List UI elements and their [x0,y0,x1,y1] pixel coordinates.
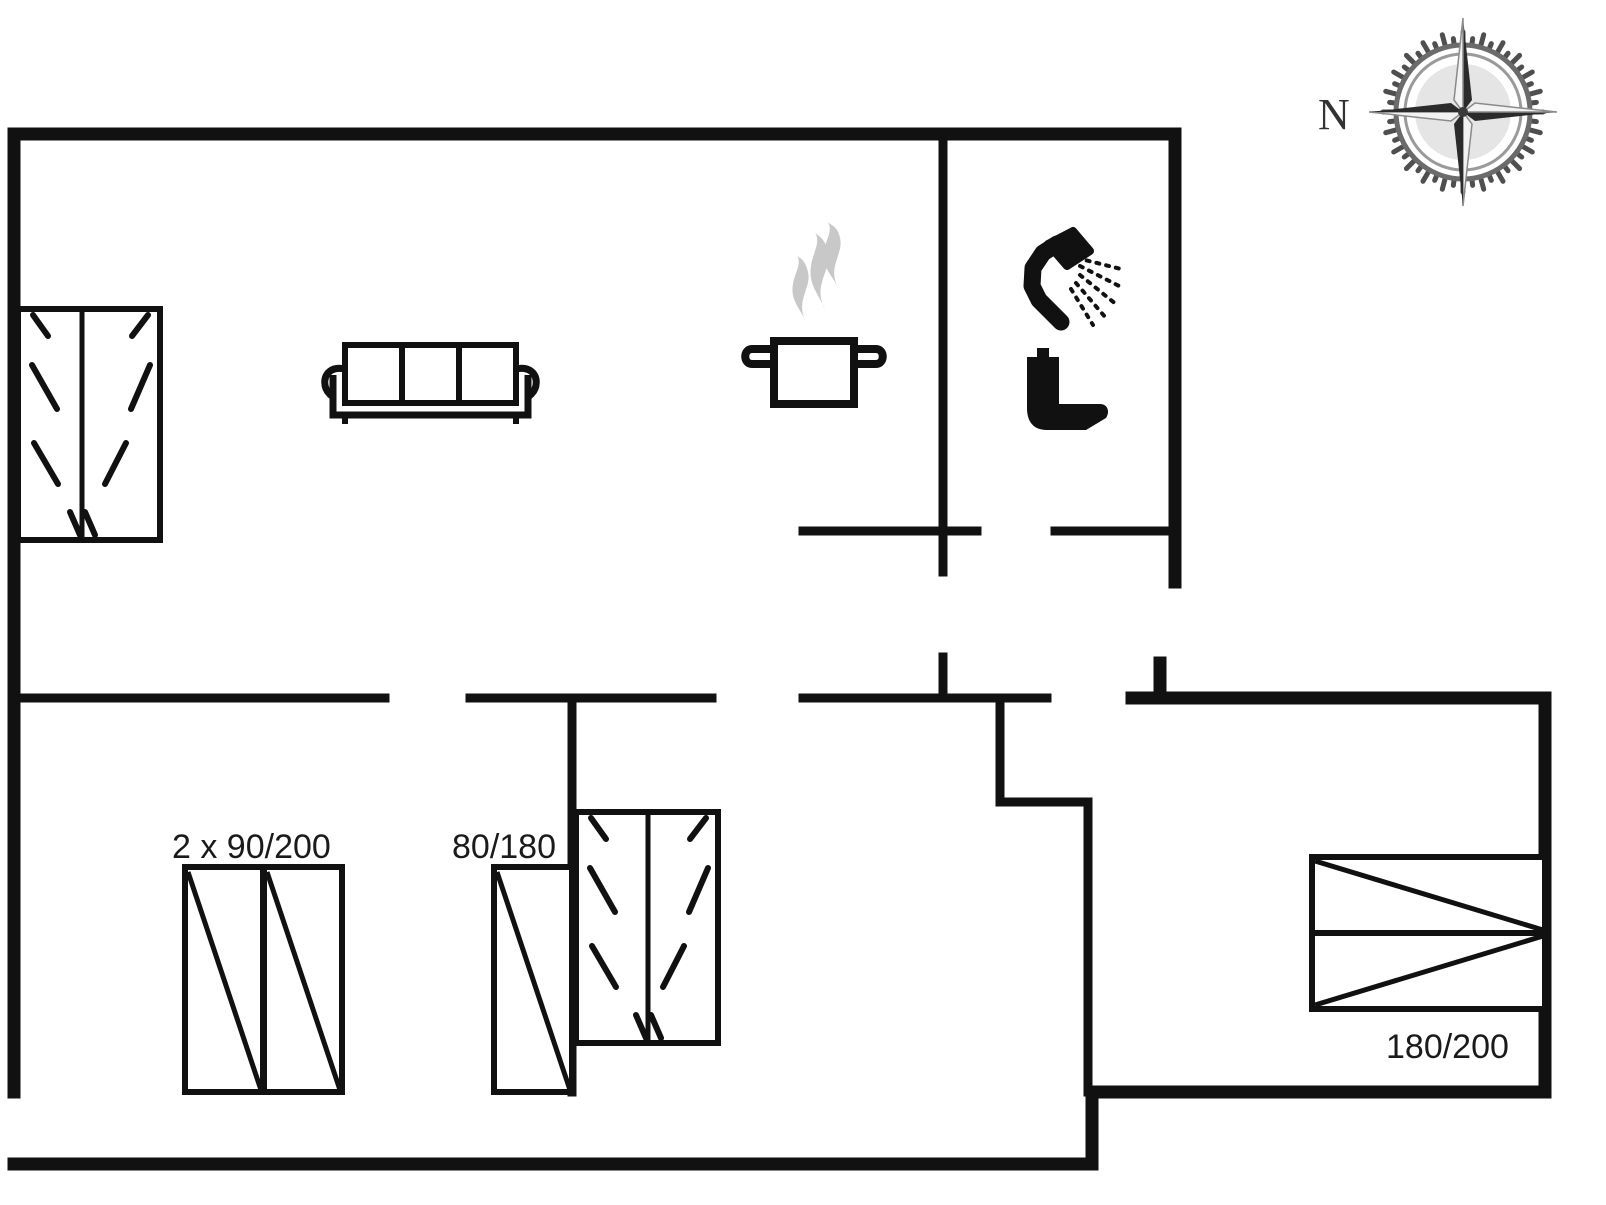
bed-fold-marks-left [29,312,83,538]
bed-diagonal-bottom [1314,933,1544,1008]
shower-head-icon [1023,227,1127,331]
shower-spray [1069,256,1127,327]
single-bed-icon [261,864,345,1095]
bed-fold-marks-right [648,815,711,1041]
double-bed-icon [573,809,721,1046]
toilet-flush-button [1037,348,1049,359]
double-bed-horizontal-icon [1309,854,1548,1012]
shower-head [1044,227,1094,270]
bed-diagonal [494,871,573,1091]
single-bed-icon [182,864,266,1095]
interior-walls [9,133,1180,1097]
pot-handle-left [741,345,777,368]
cooking-pot-icon [741,222,887,408]
bed-diagonal [185,871,264,1091]
sofa-icon [321,342,540,424]
sofa-back [342,342,519,406]
compass-north-label: N [1318,90,1350,139]
bed-diagonal [264,871,343,1091]
double-bed-icon [15,306,163,543]
pot-handle-right [851,345,887,368]
shower-arm [1023,235,1070,331]
bed-size-label: 180/200 [1386,1028,1509,1066]
toilet-bowl [1027,392,1108,430]
bed-size-label: 2 x 90/200 [172,828,331,866]
bed-diagonal-top [1314,858,1544,933]
compass-rose-icon [1368,17,1558,207]
toilet-icon [1027,348,1108,430]
bed-fold-marks-left [587,815,649,1041]
pot-body [770,337,858,408]
compass-center [1458,107,1468,117]
compass-cardinal-points [1368,17,1558,207]
bed-fold-marks-right [82,312,153,538]
bed-size-label: 80/180 [452,828,556,866]
single-bed-icon [491,864,575,1095]
bed-frame [15,306,163,543]
steam-icon [792,222,841,322]
